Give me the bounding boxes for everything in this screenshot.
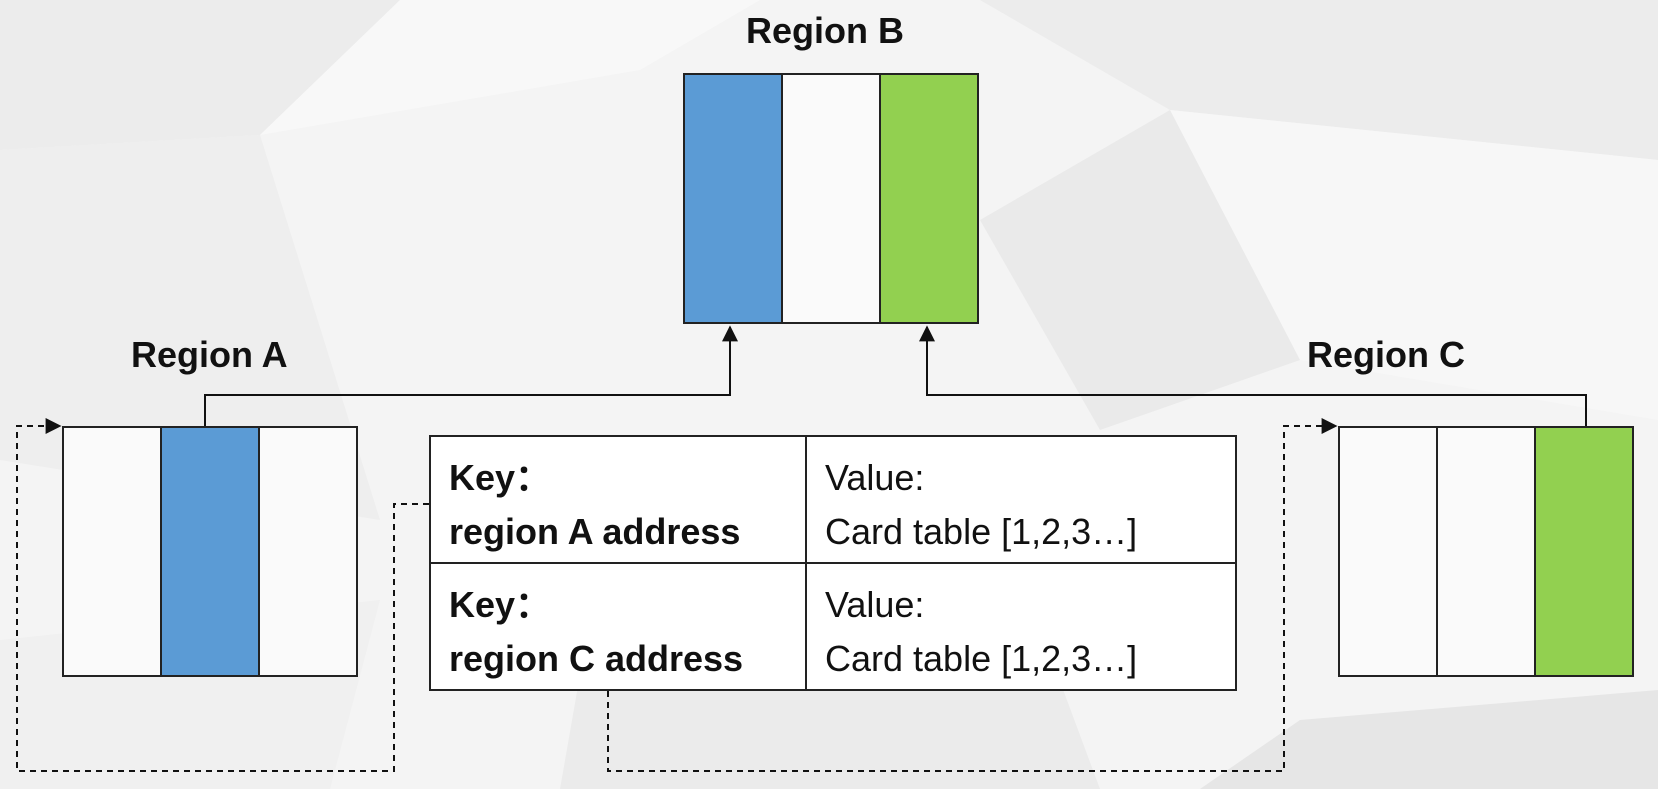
region-a-block	[62, 426, 358, 677]
value-text: Card table [1,2,3…]	[825, 638, 1138, 679]
region-a-card-2-blue	[160, 428, 258, 675]
value-cell: Value: Card table [1,2,3…]	[805, 562, 1237, 691]
key-value: region A address	[449, 511, 741, 552]
region-c-card-1-empty	[1340, 428, 1436, 675]
key-value: region C address	[449, 638, 744, 679]
key-cell: Key： region C address	[429, 562, 807, 691]
key-label: Key：	[449, 584, 552, 625]
region-c-title: Region C	[1307, 334, 1465, 375]
remembered-set-table: Key： region A address Value: Card table …	[429, 435, 1237, 691]
region-c-card-2-empty	[1436, 428, 1534, 675]
region-c-block	[1338, 426, 1634, 677]
key-cell: Key： region A address	[429, 435, 807, 564]
value-text: Card table [1,2,3…]	[825, 511, 1138, 552]
region-a-card-1-empty	[64, 428, 160, 675]
region-b-block	[683, 73, 979, 324]
value-label: Value:	[825, 584, 925, 625]
region-a-card-3-empty	[258, 428, 356, 675]
table-row: Key： region C address Value: Card table …	[429, 562, 1237, 691]
region-c-card-3-green	[1534, 428, 1632, 675]
region-b-card-1-blue	[685, 75, 781, 322]
key-label: Key：	[449, 457, 552, 498]
table-row: Key： region A address Value: Card table …	[429, 435, 1237, 564]
region-a-title: Region A	[131, 334, 288, 375]
region-b-card-3-green	[879, 75, 977, 322]
region-b-card-2-empty	[781, 75, 879, 322]
region-b-title: Region B	[746, 10, 904, 51]
value-cell: Value: Card table [1,2,3…]	[805, 435, 1237, 564]
value-label: Value:	[825, 457, 925, 498]
